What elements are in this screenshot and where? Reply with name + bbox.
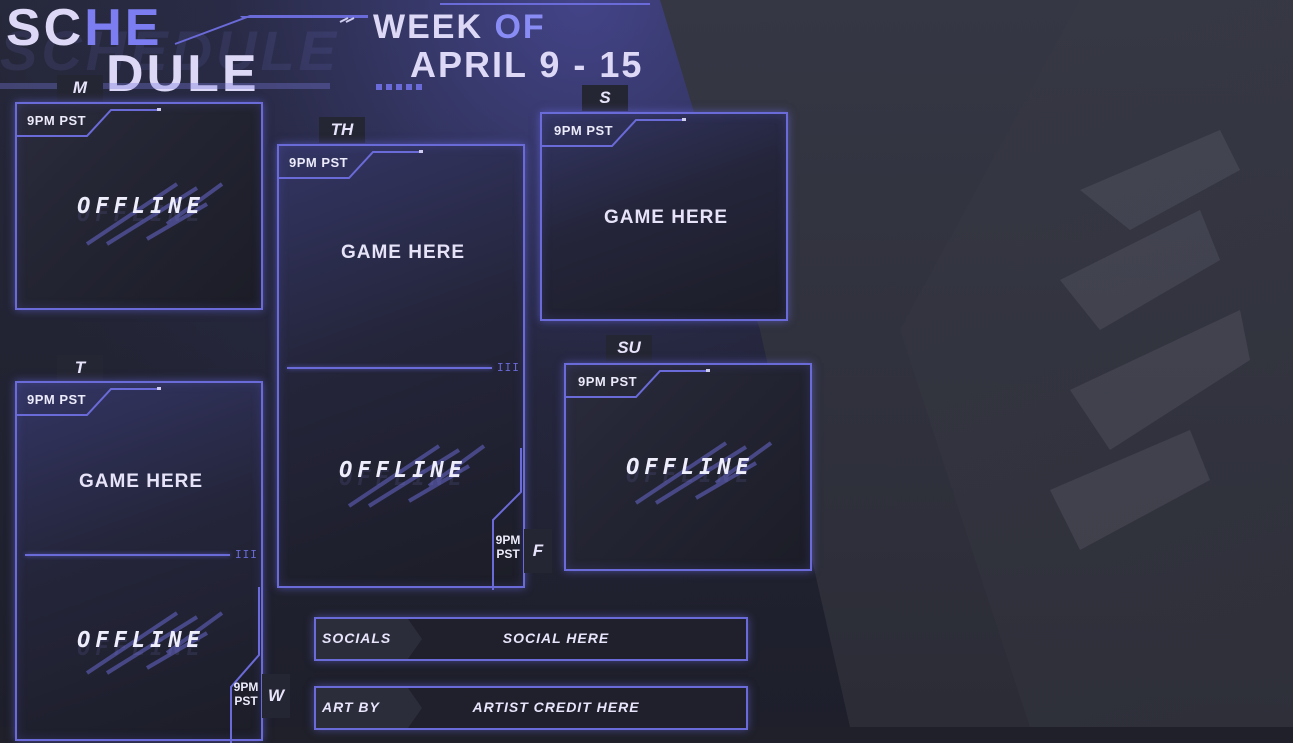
offline-label: OFFLINE	[77, 194, 205, 219]
offline-label: OFFLINE	[626, 455, 754, 480]
day-tag-sunday: SU	[606, 335, 652, 361]
header-deco-line	[0, 3, 650, 90]
page-title-line2: DULE	[106, 45, 260, 103]
page-title-line1: SCHE	[6, 0, 163, 57]
time-frame	[17, 108, 161, 137]
offline-slash-deco	[634, 441, 773, 505]
time-frame	[542, 118, 686, 147]
day-tag-saturday: S	[582, 85, 628, 111]
time-frame	[17, 387, 161, 416]
corner-frame	[492, 448, 522, 590]
socials-bar: SOCIALS SOCIAL HERE	[314, 617, 748, 661]
day-card-tuesday: 9PM PST GAME HERE III OFFLINE	[15, 381, 263, 743]
week-of-label: WEEK OF	[373, 8, 546, 46]
stream-time: 9PM PST	[578, 374, 638, 389]
offline-slash-deco	[85, 182, 224, 246]
offline-slash-deco	[85, 611, 224, 675]
art-credit-bar: ART BY ARTIST CREDIT HERE	[314, 686, 748, 730]
socials-value: SOCIAL HERE	[502, 630, 610, 646]
game-label: GAME HERE	[78, 471, 204, 492]
divider-ticks: III	[497, 361, 520, 374]
card-divider	[287, 367, 492, 369]
stream-time: 9PM PST	[27, 392, 87, 407]
artist-credit-value: ARTIST CREDIT HERE	[472, 699, 640, 715]
day-tag-thursday: TH	[319, 117, 365, 143]
divider-ticks: III	[235, 548, 258, 561]
corner-frame	[230, 587, 260, 743]
offline-label: OFFLINE	[339, 458, 467, 483]
day-card-sunday: 9PM PST OFFLINE	[564, 363, 812, 571]
art-by-label: ART BY	[322, 699, 380, 715]
bar-label-bg	[316, 688, 422, 728]
day-card-saturday: 9PM PST GAME HERE	[540, 112, 788, 321]
stream-time: 9PM PST	[554, 123, 614, 138]
background-logo-icon	[1050, 130, 1250, 550]
stream-time: 9PM PST	[289, 155, 349, 170]
bar-label-bg	[316, 619, 422, 659]
day-tag-friday: F	[524, 529, 552, 573]
offline-slash-deco	[347, 444, 486, 508]
socials-label: SOCIALS	[322, 630, 392, 646]
watermark-title: SCHEDULE	[0, 19, 341, 82]
game-label: GAME HERE	[340, 242, 466, 263]
week-dates: APRIL 9 - 15	[410, 44, 644, 85]
game-label: GAME HERE	[603, 207, 729, 228]
time-frame	[566, 369, 710, 398]
day-card-thursday: 9PM PST GAME HERE III OFFLINE	[277, 144, 525, 590]
time-frame	[279, 150, 423, 179]
card-divider	[25, 554, 230, 556]
offline-label: OFFLINE	[77, 628, 205, 653]
day-tag-monday: M	[57, 75, 103, 101]
stream-time: 9PM PST	[27, 113, 87, 128]
day-tag-tuesday: T	[57, 355, 103, 381]
day-tag-wednesday: W	[262, 674, 290, 718]
day-card-monday: 9PM PST OFFLINE	[15, 102, 263, 310]
